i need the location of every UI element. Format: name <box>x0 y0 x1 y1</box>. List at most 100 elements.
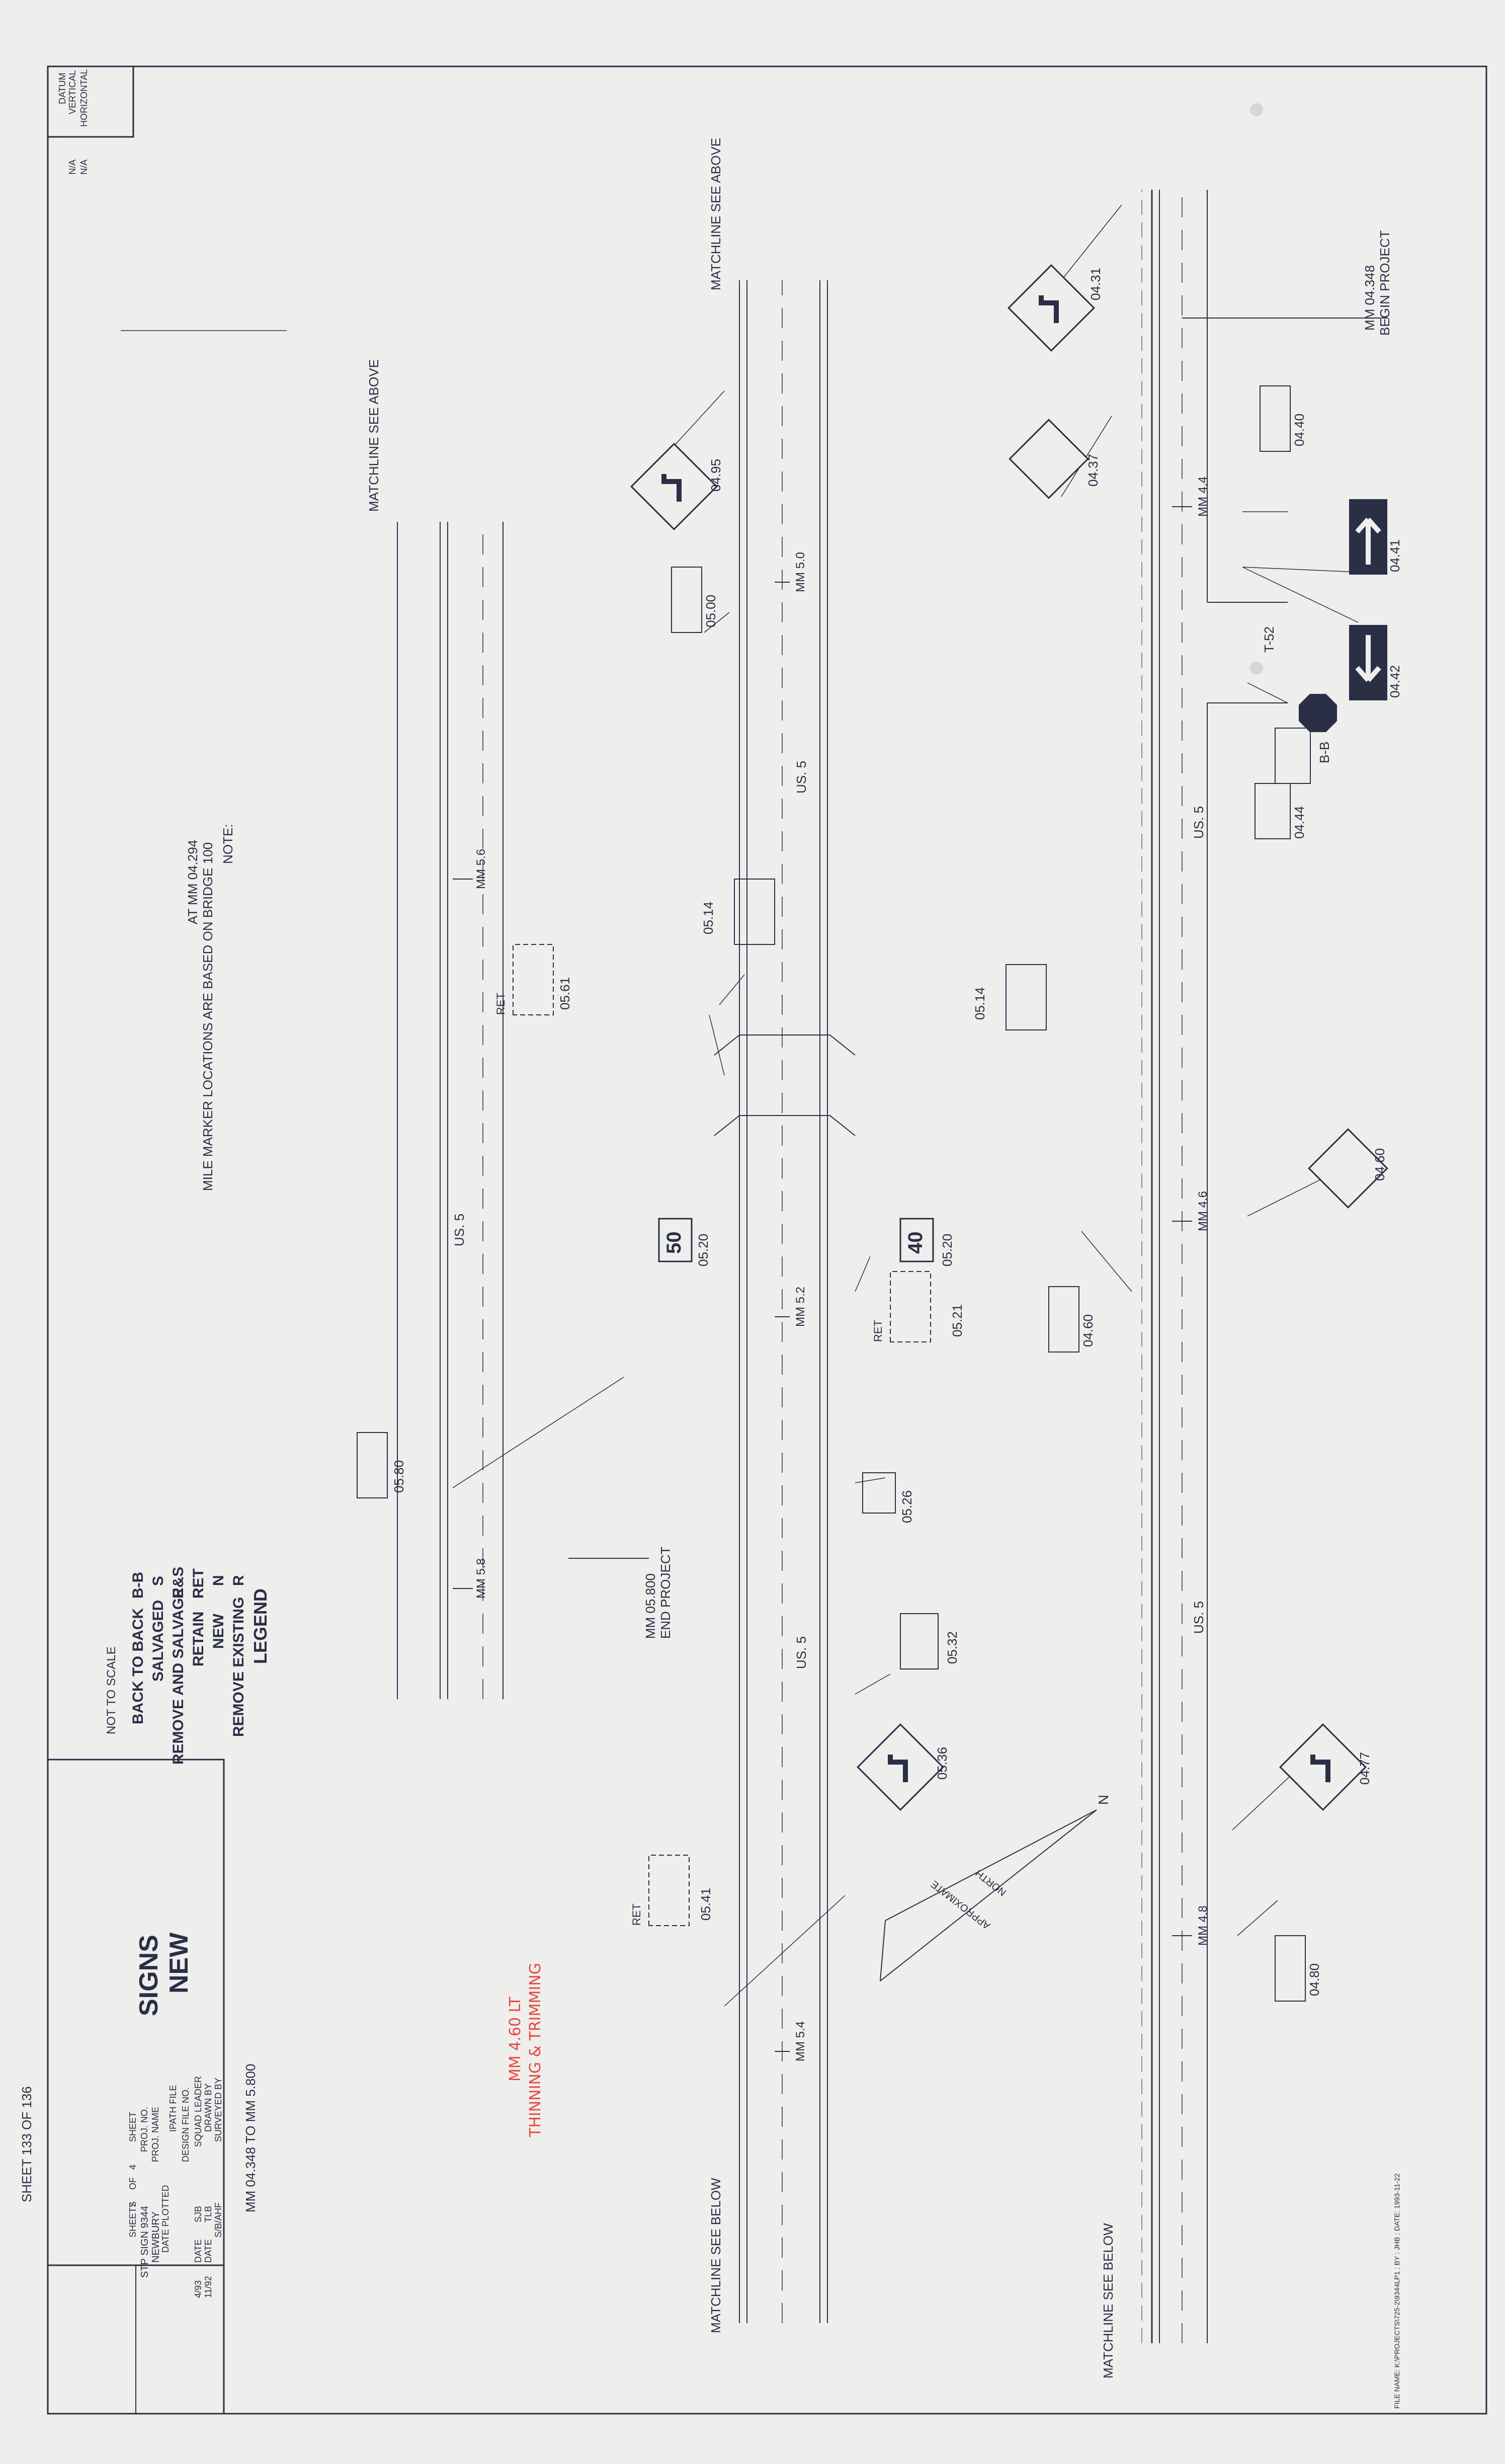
sign-id-0441: 04.41 <box>1387 539 1402 572</box>
sign-curve-0495 <box>630 443 718 530</box>
design-file-label: DESIGN FILE NO. <box>181 2087 191 2162</box>
title-line2: SIGNS <box>134 1935 163 2016</box>
sheets-label: SHEETS <box>128 2201 138 2238</box>
sign-id-0500: 05.00 <box>703 594 718 627</box>
sign-bridge-a <box>734 879 775 945</box>
sign-curve-0536 <box>857 1723 944 1811</box>
side-road-label: T-52 <box>1262 626 1277 653</box>
legend-desc-ret: RETAIN <box>190 1611 207 1666</box>
sheet-label: SHEET <box>128 2111 138 2142</box>
datum-label: DATUM <box>57 72 67 104</box>
title-line1: NEW <box>164 1932 194 1994</box>
sign-bridge-b <box>1006 964 1047 1030</box>
range-label: MM 04.348 TO MM 5.800 <box>243 2063 258 2212</box>
ret-label-0561: RET <box>494 993 507 1015</box>
annotation-line1: THINNING & TRIMMING <box>527 1963 544 2137</box>
punch-hole <box>1250 662 1263 675</box>
horizontal-value: N/A <box>79 159 89 175</box>
road-segment-2 <box>714 280 856 2323</box>
mm-4-8: MM 4.8 <box>1196 1905 1210 1946</box>
legend-desc-n: NEW <box>210 1614 227 1649</box>
sign-id-0495: 04.95 <box>708 458 723 492</box>
speed-50-text: 50 <box>663 1231 685 1254</box>
sign-id-0444: 04.44 <box>1292 806 1307 839</box>
road-label-2: US. 5 <box>1191 1601 1206 1634</box>
sign-curve-0431 <box>1008 264 1095 352</box>
vertical-label: VERTICAL <box>67 70 77 114</box>
sign-id-0460-a: 04.60 <box>1372 1148 1387 1181</box>
north-letter: N <box>1096 1794 1111 1805</box>
legend-desc-r: REMOVE EXISTING <box>230 1597 247 1737</box>
proj-name-label: PROJ. NAME <box>150 2106 160 2162</box>
sign-id-0442: 04.42 <box>1387 665 1402 698</box>
road-segment-3 <box>121 330 649 1699</box>
begin-project-label: BEGIN PROJECT <box>1377 230 1392 336</box>
proj-name-value: NEWBURY <box>150 2211 161 2263</box>
matchline-below-1: MATCHLINE SEE BELOW <box>708 2178 723 2333</box>
sign-reduced-speed <box>900 1613 939 1670</box>
mm-plate-ret-0561 <box>513 944 554 1015</box>
road-label-3: US. 5 <box>794 760 809 793</box>
mm-plate-0460 <box>1048 1286 1079 1353</box>
sheet-border <box>47 65 1487 2415</box>
end-project-label: END PROJECT <box>658 1546 673 1639</box>
note-title: NOTE: <box>220 824 235 864</box>
sign-id-0536: 05.36 <box>935 1746 950 1780</box>
road-segment-1 <box>1141 190 1388 2343</box>
surveyed-by-label: SURVEYED BY <box>213 2078 223 2142</box>
punch-hole <box>1250 103 1263 116</box>
mm-plate-0440 <box>1260 385 1291 452</box>
legend-code-r: R <box>230 1575 247 1586</box>
sheet-num: 4 <box>128 2164 138 2170</box>
legend-code-bb: B-B <box>130 1571 146 1599</box>
mm-plate-ret-0521 <box>890 1271 931 1342</box>
sign-oneway-0441 <box>1349 499 1387 575</box>
road-label-5: US. 5 <box>452 1213 467 1246</box>
date-label-1: DATE <box>203 2239 213 2263</box>
sign-id-0431: 04.31 <box>1088 267 1103 300</box>
matchline-above-1: MATCHLINE SEE ABOVE <box>708 138 723 290</box>
annotation-line2: MM 4.60 LT <box>507 1997 524 2082</box>
mm-5-8: MM 5.8 <box>474 1558 488 1599</box>
mm-plate-0580 <box>357 1432 388 1498</box>
sign-id-0532: 05.32 <box>945 1631 960 1664</box>
sign-id-0437: 04.37 <box>1085 453 1101 487</box>
note-line2: AT MM 04.294 <box>185 839 200 924</box>
date-plotted-label: DATE PLOTTED <box>160 2185 171 2253</box>
file-name-line: FILE NAME: K:\PROJECTS\725-2\9344LP1 ; B… <box>1393 2173 1401 2409</box>
ret-label-0521: RET <box>872 1320 884 1342</box>
mm-plate-0480 <box>1275 1935 1306 2002</box>
drawn-by-label: DRAWN BY <box>203 2083 213 2132</box>
legend-desc-s: SALVAGED <box>150 1600 166 1682</box>
sheet-of: OF <box>128 2177 138 2190</box>
sign-curve-0477 <box>1279 1723 1367 1811</box>
sign-id-0521: 05.21 <box>950 1304 965 1337</box>
legend-title: LEGEND <box>250 1588 271 1664</box>
sign-id-0541: 05.41 <box>698 1887 713 1921</box>
mm-5-6: MM 5.6 <box>474 848 488 889</box>
mm-4-6: MM 4.6 <box>1196 1190 1210 1231</box>
not-to-scale: NOT TO SCALE <box>105 1646 118 1734</box>
legend-desc-bb: BACK TO BACK <box>130 1608 146 1724</box>
sign-busstop-0460 <box>1308 1128 1388 1209</box>
north-arrow <box>880 1809 1097 1981</box>
vertical-value: N/A <box>67 159 77 175</box>
legend-code-ret: RET <box>190 1568 207 1599</box>
note-line1: MILE MARKER LOCATIONS ARE BASED ON BRIDG… <box>200 842 215 1191</box>
sign-id-0440: 04.40 <box>1292 413 1307 446</box>
global-sheet: SHEET 133 OF 136 <box>19 2086 34 2202</box>
squad-leader-value: SJB <box>193 2205 203 2222</box>
sign-id-0580: 05.80 <box>391 1460 406 1493</box>
sign-oneway-0442 <box>1349 625 1387 700</box>
datum-box <box>47 65 134 138</box>
sign-id-0526: 05.26 <box>899 1490 914 1523</box>
end-project-mm: MM 05.800 <box>643 1573 658 1639</box>
sign-id-0514-a: 05.14 <box>701 901 716 934</box>
begin-project-mm: MM 04.348 <box>1362 265 1377 331</box>
sign-weight-limit <box>1255 783 1291 839</box>
sign-id-0480: 04.80 <box>1307 1963 1322 1996</box>
road-label-4: US. 5 <box>794 1636 809 1669</box>
